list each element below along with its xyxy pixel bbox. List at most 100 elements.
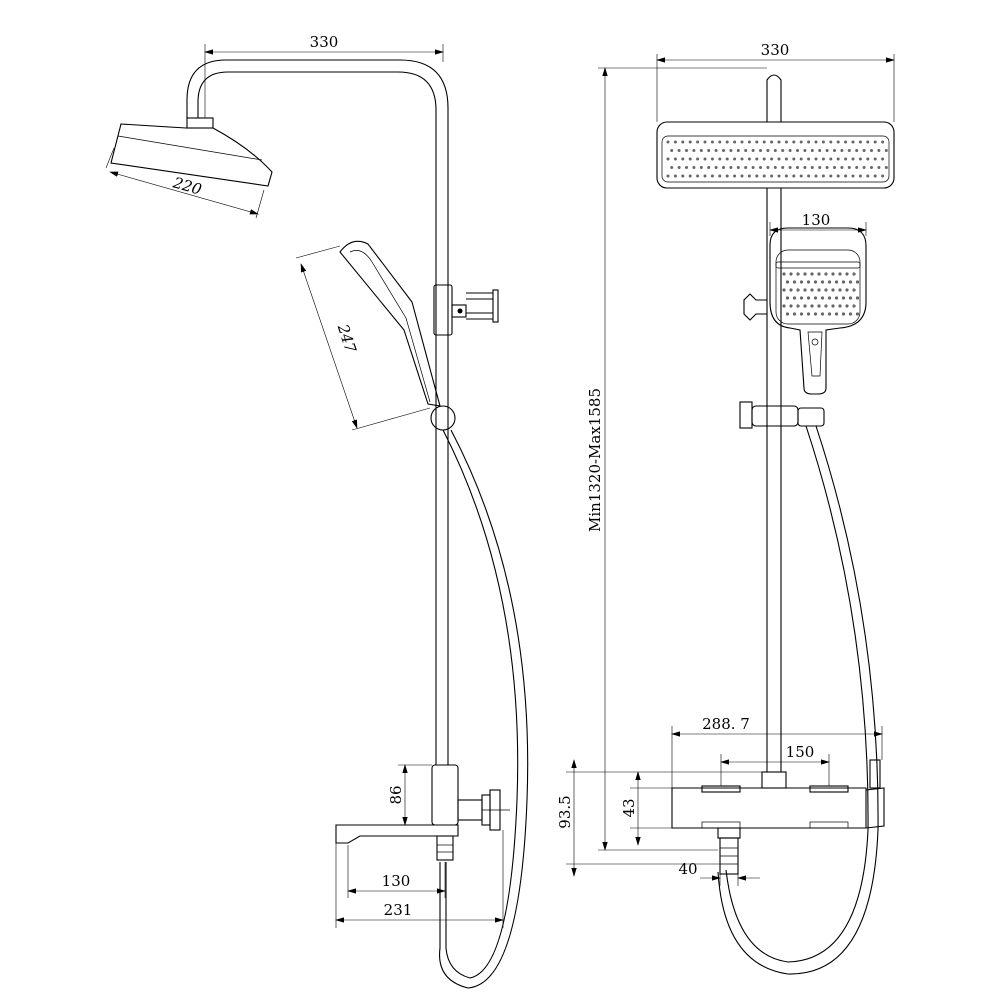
mixer-body-side <box>431 764 510 831</box>
dim-label-150: 150 <box>786 743 815 761</box>
nozzle-dot <box>677 166 681 169</box>
nozzle-dot <box>681 174 685 178</box>
nozzle-dot <box>670 149 674 152</box>
nozzle-dot <box>803 288 807 292</box>
nozzle-dot <box>733 140 737 144</box>
nozzle-dot <box>699 166 703 169</box>
dim-side-130: 130 <box>347 845 446 898</box>
nozzle-dot <box>873 174 877 178</box>
nozzle-dot <box>836 174 840 178</box>
nozzle-dot <box>755 174 759 178</box>
nozzle-dot <box>855 296 860 300</box>
mixer-bar-front <box>671 759 885 829</box>
nozzle-dot <box>884 166 888 169</box>
nozzle-dot <box>881 174 885 178</box>
dim-label-330-side: 330 <box>310 33 339 51</box>
nozzle-dot <box>747 174 751 178</box>
nozzle-dot <box>688 174 692 178</box>
nozzle-dot <box>692 149 696 152</box>
nozzle-dot <box>833 166 836 169</box>
dim-front-93-5: 93.5 <box>556 759 762 877</box>
nozzle-dot <box>806 312 811 316</box>
nozzle-dot <box>862 166 866 169</box>
nozzle-dot <box>666 174 670 178</box>
nozzle-dot <box>770 174 774 178</box>
nozzle-dot <box>806 280 811 284</box>
nozzle-dot <box>707 166 711 169</box>
nozzle-dot <box>813 312 818 316</box>
nozzle-dot <box>733 174 737 178</box>
nozzle-dot <box>818 149 822 152</box>
shower-hose-side <box>439 429 529 989</box>
nozzle-dot <box>799 296 804 300</box>
dim-front-43: 43 <box>620 771 672 846</box>
nozzle-dot <box>799 157 803 161</box>
nozzle-dot <box>814 140 818 144</box>
nozzle-dot <box>840 149 844 152</box>
nozzle-dot <box>740 140 744 144</box>
dim-label-330-front: 330 <box>761 41 790 59</box>
nozzle-dot <box>844 140 848 144</box>
nozzle-dot <box>755 140 759 144</box>
nozzle-dot <box>725 140 729 144</box>
nozzle-dot <box>789 288 793 292</box>
nozzle-dot <box>825 149 829 152</box>
nozzle-dot <box>759 149 762 152</box>
nozzle-dot <box>845 288 849 292</box>
top-arm-front <box>766 74 782 122</box>
nozzle-dot <box>847 166 851 169</box>
nozzle-dot <box>692 166 696 169</box>
nozzle-dot <box>762 140 766 144</box>
nozzle-dot <box>884 149 888 152</box>
nozzle-dot <box>788 166 792 169</box>
nozzle-dot <box>770 140 774 144</box>
nozzle-dot <box>747 157 751 161</box>
slide-holder-front <box>739 401 825 429</box>
nozzle-dot <box>817 304 821 308</box>
dim-label-247: 247 <box>333 321 359 355</box>
dim-label-93-5: 93.5 <box>556 795 574 828</box>
nozzle-dot <box>866 140 870 144</box>
nozzle-dot <box>870 166 873 169</box>
slide-holder <box>433 284 499 336</box>
nozzle-dot <box>799 312 804 316</box>
riser-pipe-front <box>766 188 782 772</box>
nozzle-dot <box>831 304 835 308</box>
nozzle-dot <box>858 174 862 178</box>
nozzle-dot <box>858 140 862 144</box>
nozzle-dot <box>831 288 835 292</box>
dim-front-40: 40 <box>678 860 760 886</box>
nozzle-dot <box>814 174 818 178</box>
nozzle-dot <box>785 296 790 300</box>
nozzle-dot <box>784 174 788 178</box>
overhead-shower-head-front <box>656 121 895 189</box>
nozzle-dot <box>873 140 877 144</box>
nozzle-dot <box>782 272 786 276</box>
nozzle-dot <box>796 149 799 152</box>
nozzle-dot <box>807 157 811 161</box>
nozzle-dot <box>810 149 814 152</box>
nozzle-dot <box>799 140 803 144</box>
nozzle-dot <box>827 280 832 284</box>
nozzle-dot <box>710 140 714 144</box>
nozzle-dot <box>838 304 842 308</box>
nozzle-dot <box>852 304 856 308</box>
hand-shower-front <box>769 227 867 395</box>
nozzle-dot <box>796 304 800 308</box>
nozzle-dot <box>827 296 832 300</box>
dim-label-130-front: 130 <box>802 211 831 229</box>
nozzle-dot <box>729 166 733 169</box>
spout <box>335 824 459 861</box>
nozzle-dot <box>796 272 800 276</box>
nozzle-dot <box>673 174 677 178</box>
nozzle-dot <box>841 280 846 284</box>
nozzle-dot <box>718 174 722 178</box>
dim-label-220: 220 <box>170 173 204 199</box>
nozzle-dot <box>824 288 828 292</box>
nozzle-dot <box>820 296 825 300</box>
nozzle-dot <box>762 157 766 161</box>
nozzle-dot <box>766 166 770 169</box>
nozzle-dot <box>677 149 681 152</box>
nozzle-dot <box>810 272 814 276</box>
nozzle-dot <box>740 157 744 161</box>
